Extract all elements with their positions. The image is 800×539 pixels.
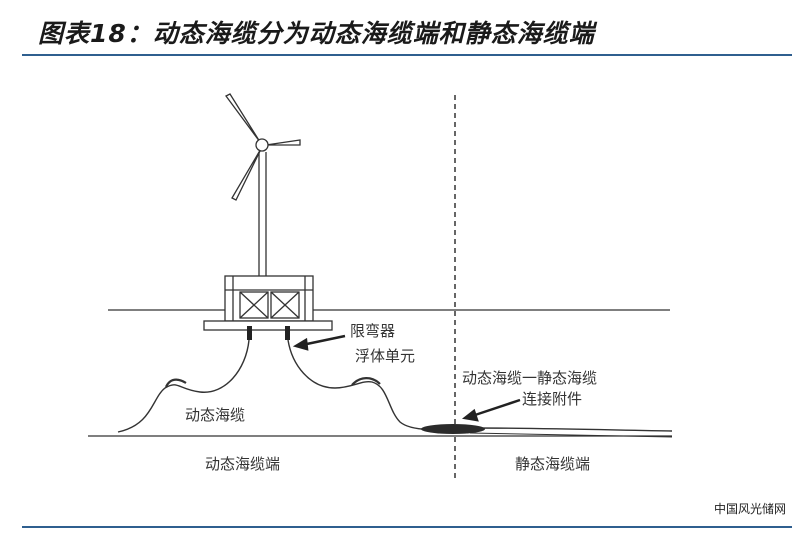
label-dynamic-end: 动态海缆端 (205, 455, 280, 473)
joint-accessory (421, 424, 485, 434)
label-joint-line1: 动态海缆一静态海缆 (462, 369, 597, 387)
arrowhead-bend-restrictor (292, 337, 309, 351)
figure-title: 图表18：动态海缆分为动态海缆端和静态海缆端 (38, 19, 595, 48)
watermark-text: 中国风光储网 (713, 502, 786, 516)
label-dynamic-cable: 动态海缆 (185, 406, 245, 424)
label-joint-line2: 连接附件 (522, 390, 582, 408)
arrow-bend-restrictor (301, 334, 346, 347)
label-bend-restrictor: 限弯器 (350, 322, 395, 340)
offshore-platform (203, 275, 333, 331)
buoyancy-unit-right (351, 377, 381, 386)
bend-restrictor-left (247, 326, 252, 340)
arrow-joint (471, 398, 521, 418)
bottom-rule (22, 526, 792, 528)
label-buoyancy-unit: 浮体单元 (355, 347, 415, 365)
arrowhead-joint (461, 408, 479, 422)
title-bar: 图表18：动态海缆分为动态海缆端和静态海缆端 (0, 0, 800, 58)
static-cable (469, 432, 673, 438)
buoyancy-unit-left (164, 378, 187, 388)
top-rule (22, 54, 792, 56)
dynamic-cable-left (117, 339, 250, 433)
label-static-end: 静态海缆端 (515, 455, 590, 473)
wind-turbine (225, 93, 301, 278)
bend-restrictor-right (285, 326, 290, 340)
dynamic-cable-right (287, 339, 673, 432)
